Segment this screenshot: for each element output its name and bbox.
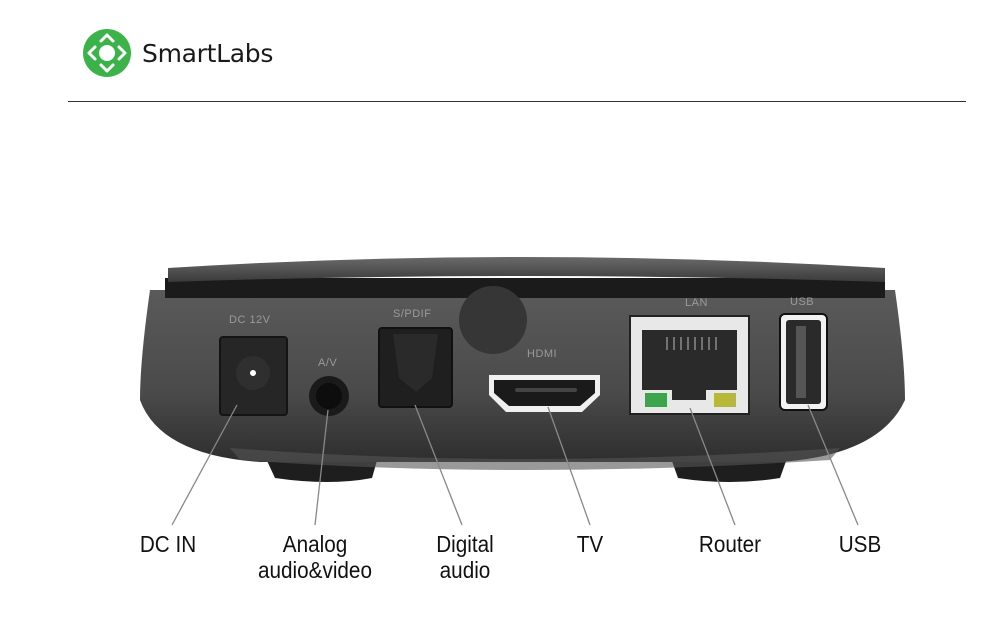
device-lid <box>168 257 885 282</box>
av-marking: A/V <box>318 357 338 369</box>
lan-marking: LAN <box>685 297 708 309</box>
brand-logo: SmartLabs <box>82 28 273 78</box>
callout-usb: USB <box>838 531 882 557</box>
ir-sensor <box>459 286 527 354</box>
lan-link-led <box>645 393 667 407</box>
spdif-marking: S/PDIF <box>393 308 432 320</box>
smartlabs-logo-icon <box>83 29 131 77</box>
lan-activity-led <box>714 393 736 407</box>
header-divider <box>68 101 966 102</box>
callout-dc-in: DC IN <box>139 531 197 557</box>
dc-marking: DC 12V <box>229 314 271 326</box>
callout-digital-audio: Digital audio <box>436 531 494 583</box>
callout-analog-av: Analog audio&video <box>258 531 372 583</box>
callout-tv: TV <box>576 531 604 557</box>
hdmi-marking: HDMI <box>527 348 558 360</box>
brand-name: SmartLabs <box>142 38 274 68</box>
usb-marking: USB <box>790 296 815 308</box>
callout-router: Router <box>698 531 762 557</box>
